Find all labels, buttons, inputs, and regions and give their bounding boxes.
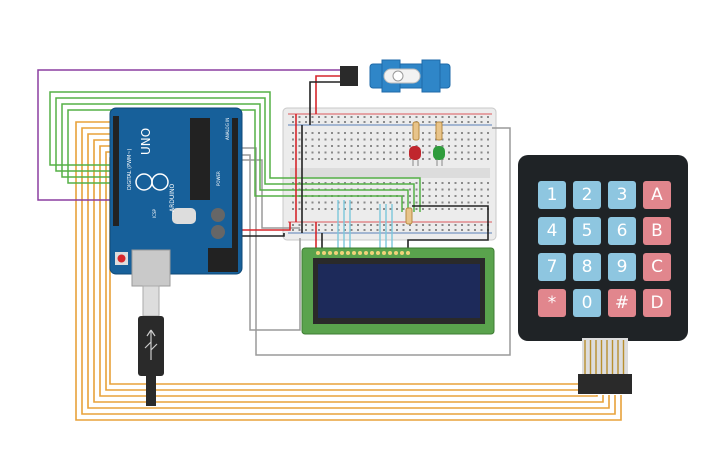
lcd-pin	[382, 251, 386, 255]
keypad-key-label: 0	[582, 293, 593, 313]
usb-icon	[144, 329, 158, 360]
cyan-wires	[337, 200, 393, 248]
arduino-brand: ARDUINO	[169, 183, 176, 212]
lcd-pin	[370, 251, 374, 255]
lcd-pins	[316, 251, 410, 255]
keypad-key-label: A	[651, 185, 663, 205]
breadboard-holes	[292, 116, 489, 231]
keypad-key-label: D	[650, 293, 663, 313]
usb-port	[131, 249, 171, 287]
purple-wire	[37, 69, 340, 201]
keypad-key-label: 7	[547, 257, 558, 277]
keypad-key: C	[643, 253, 671, 281]
icsp-label: ICSP	[152, 208, 157, 218]
keypad-key-label: 4	[547, 221, 558, 241]
lcd-screen	[318, 264, 480, 318]
lcd-pin	[328, 251, 332, 255]
lcd-pin	[406, 251, 410, 255]
microcontroller-chip	[190, 118, 210, 200]
keypad-key: 1	[538, 181, 566, 209]
keypad-key: *	[538, 289, 566, 317]
arduino-uno: UNO ARDUINO DIGITAL (PWM~) ANALOG IN POW…	[109, 107, 243, 287]
green-wires	[49, 91, 421, 212]
lcd-pin	[334, 251, 338, 255]
power-label: POWER	[216, 171, 221, 186]
keypad-key: 2	[573, 181, 601, 209]
green-led	[433, 146, 445, 166]
keypad: 1 2 3 A 4 5 6 B 7 8 9 C * 0 # D	[518, 155, 688, 394]
keypad-key-label: 3	[617, 185, 628, 205]
lcd-pin	[400, 251, 404, 255]
keypad-key-label: B	[651, 221, 663, 241]
lcd-display	[301, 247, 495, 335]
keypad-key: 6	[608, 217, 636, 245]
lcd-pin	[358, 251, 362, 255]
lcd-pin	[340, 251, 344, 255]
analog-label: ANALOG IN	[225, 118, 230, 140]
keypad-key: 8	[573, 253, 601, 281]
breadboard	[282, 107, 497, 241]
power-analog-header	[232, 118, 238, 248]
digital-label: DIGITAL (PWM~)	[127, 148, 133, 190]
lcd-pin	[364, 251, 368, 255]
keypad-key-label: 1	[547, 185, 558, 205]
lcd-pin	[388, 251, 392, 255]
keypad-key-label: 8	[582, 257, 593, 277]
arduino-model: UNO	[139, 128, 153, 155]
keypad-key: D	[643, 289, 671, 317]
keypad-key-label: 6	[617, 221, 628, 241]
lcd-pin	[352, 251, 356, 255]
lcd-pin	[316, 251, 320, 255]
keypad-key-label: #	[615, 293, 629, 313]
keypad-key-label: 2	[582, 185, 593, 205]
keypad-key-label: C	[651, 257, 663, 277]
power-wires	[236, 75, 489, 248]
keypad-key: 0	[573, 289, 601, 317]
keypad-key: B	[643, 217, 671, 245]
digital-header	[113, 116, 119, 226]
keypad-key: #	[608, 289, 636, 317]
lcd-pin	[376, 251, 380, 255]
lcd-pin	[322, 251, 326, 255]
keypad-key-label: 9	[617, 257, 628, 277]
power-jack	[208, 248, 238, 272]
lcd-pin	[394, 251, 398, 255]
keypad-key-label: *	[548, 293, 557, 313]
usb-cable	[138, 285, 164, 406]
keypad-key: 5	[573, 217, 601, 245]
keypad-ribbon	[578, 338, 632, 394]
keypad-key: 4	[538, 217, 566, 245]
keypad-keys: 1 2 3 A 4 5 6 B 7 8 9 C * 0 # D	[538, 181, 671, 317]
keypad-key: 3	[608, 181, 636, 209]
gray-wires	[236, 127, 511, 356]
keypad-key: A	[643, 181, 671, 209]
keypad-key: 9	[608, 253, 636, 281]
servo-motor	[340, 59, 451, 93]
lcd-pin	[346, 251, 350, 255]
led-resistors	[405, 121, 443, 225]
keypad-key: 7	[538, 253, 566, 281]
red-led	[409, 146, 421, 166]
keypad-key-label: 5	[582, 221, 593, 241]
